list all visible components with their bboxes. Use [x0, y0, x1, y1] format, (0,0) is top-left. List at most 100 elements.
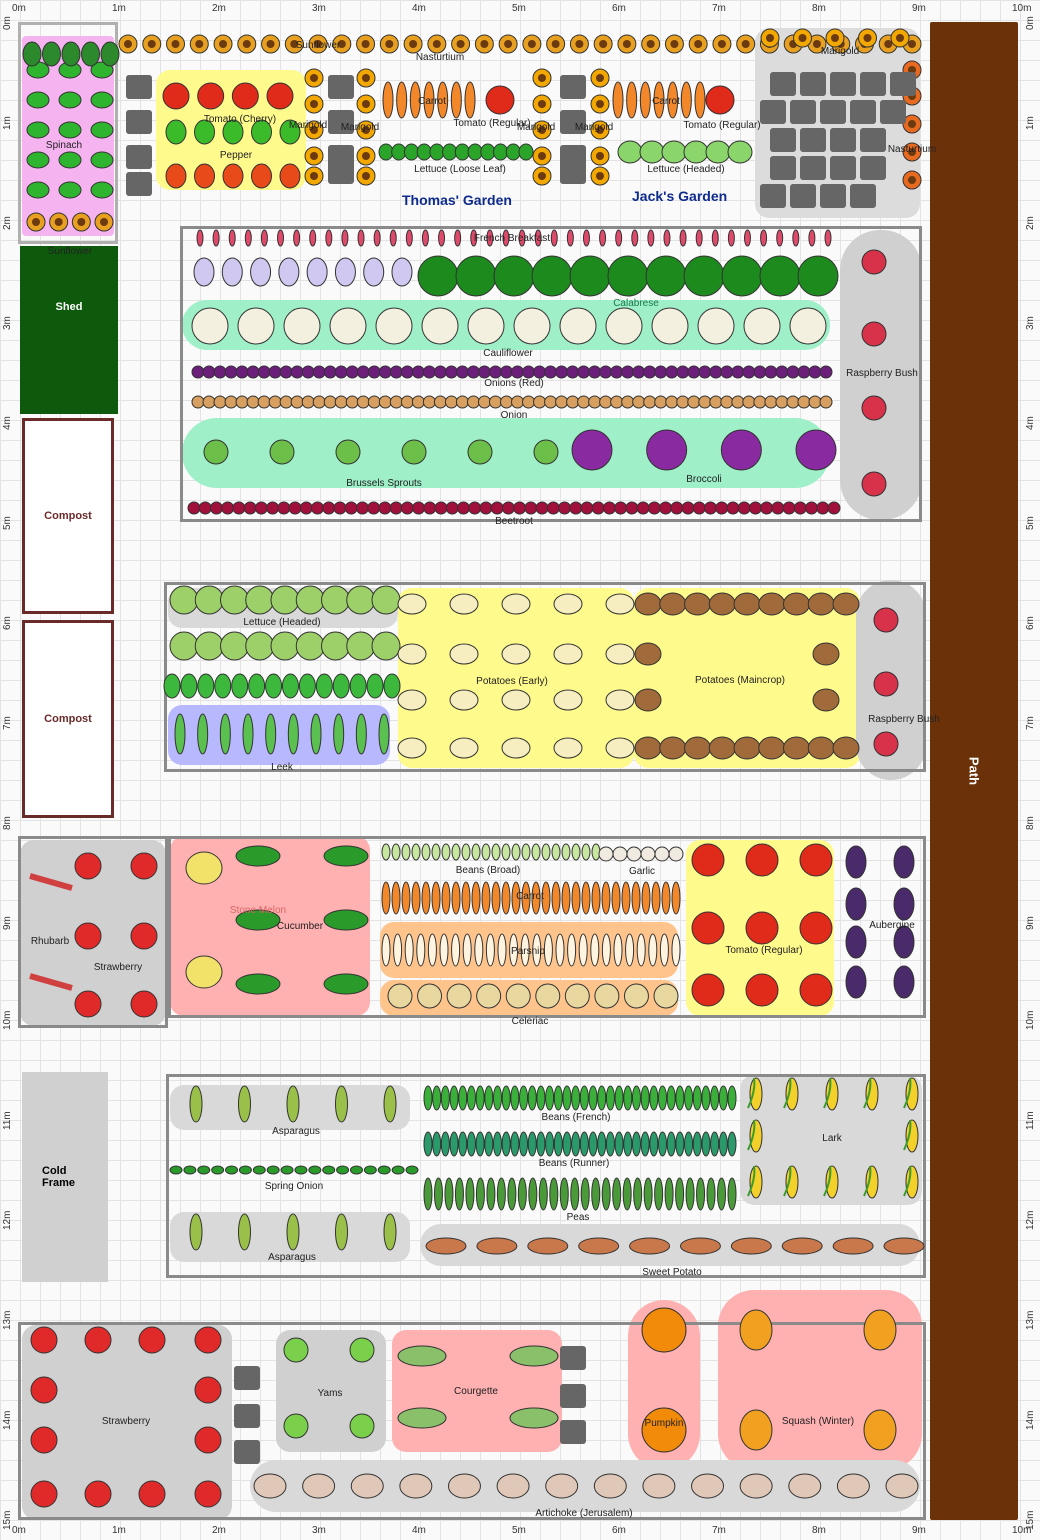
roots-bed[interactable]	[168, 836, 926, 1018]
pea-icon	[496, 1177, 506, 1211]
calabrese-icon	[721, 255, 763, 297]
runner-bean-icon	[614, 1131, 624, 1157]
celeriac-icon	[505, 983, 531, 1009]
legume-bed[interactable]	[166, 1074, 926, 1278]
ruler-tick: 3m	[312, 3, 326, 14]
brassica-bed[interactable]	[180, 226, 922, 522]
radish-icon	[792, 229, 800, 247]
pea-icon	[664, 1177, 674, 1211]
beetroot-icon	[299, 501, 313, 515]
strawberry-icon	[30, 1376, 58, 1404]
onion-icon	[499, 395, 513, 409]
marigold-icon-center	[596, 126, 604, 134]
asparagus-icon	[335, 1213, 348, 1251]
carrot-icon	[611, 881, 621, 915]
radish-icon	[824, 229, 832, 247]
pea-icon	[444, 1177, 454, 1211]
carrot-icon	[680, 81, 692, 119]
label-sunflower-top: Sunflower	[295, 40, 341, 51]
strawberry-icon	[194, 1376, 222, 1404]
carrot-icon	[551, 881, 561, 915]
asparagus-icon	[238, 1213, 251, 1251]
raspberry-icon	[873, 671, 899, 697]
asparagus-icon	[383, 1085, 397, 1123]
beetroot-icon	[344, 501, 358, 515]
potato-early-icon	[397, 737, 427, 759]
parsnip-icon	[601, 933, 611, 967]
potato-icon	[684, 592, 711, 616]
marigold-icon-center	[538, 74, 546, 82]
runner-bean-icon	[710, 1131, 720, 1157]
beetroot-icon	[692, 501, 706, 515]
rhubarb-bed[interactable]	[18, 836, 168, 1028]
red-onion-icon	[720, 365, 734, 379]
garden-path[interactable]: Path	[930, 22, 1018, 1520]
turnip-icon	[193, 257, 215, 287]
courgette-icon	[509, 1345, 559, 1367]
french-bean-icon	[588, 1085, 598, 1111]
beetroot-icon	[558, 501, 572, 515]
pea-icon	[706, 1177, 716, 1211]
french-bean-icon	[484, 1085, 494, 1111]
carrot-icon	[631, 881, 641, 915]
parsnip-icon	[451, 933, 461, 967]
turnip-icon	[278, 257, 300, 287]
asparagus-icon	[383, 1213, 397, 1251]
french-bean-icon	[614, 1085, 624, 1111]
cauliflower-icon	[605, 307, 643, 345]
shed[interactable]: Shed	[20, 246, 118, 414]
paver-tile	[830, 72, 856, 96]
compost-bin-2[interactable]: Compost	[22, 620, 114, 818]
radish-icon	[550, 229, 558, 247]
lettuce-loose-icon	[180, 673, 198, 699]
lettuce-icon	[639, 140, 665, 164]
lettuce-icon	[346, 631, 376, 661]
artichoke-icon	[399, 1473, 433, 1499]
beetroot-icon	[501, 501, 515, 515]
brussels-sprout-icon	[533, 439, 559, 465]
red-onion-icon	[621, 365, 635, 379]
red-onion-icon	[191, 365, 205, 379]
broad-bean-icon	[461, 843, 471, 861]
runner-bean-icon	[579, 1131, 589, 1157]
potato-bed[interactable]	[164, 582, 926, 772]
corn-leaf	[747, 1119, 756, 1151]
cold-frame[interactable]: Cold Frame	[22, 1072, 108, 1282]
potato-icon	[634, 688, 662, 712]
beetroot-icon	[198, 501, 212, 515]
tomato-icon	[691, 973, 725, 1007]
spinach-bed[interactable]	[18, 22, 118, 244]
pea-icon	[549, 1177, 559, 1211]
nasturtium-icon-center	[908, 148, 916, 156]
carrot-icon	[461, 881, 471, 915]
label-marigold-3: Marigold	[516, 122, 556, 133]
lettuce-icon	[346, 585, 376, 615]
parsnip-icon	[648, 933, 658, 967]
calabrese-icon	[569, 255, 611, 297]
potato-icon	[758, 736, 786, 760]
raspberry-icon	[861, 249, 887, 275]
radish-icon	[454, 229, 462, 247]
compost-bin-1[interactable]: Compost	[22, 418, 114, 614]
sunflower-icon-center	[812, 40, 821, 48]
lettuce-loose-icon	[383, 673, 401, 699]
paver	[234, 1366, 260, 1390]
french-bean-icon	[440, 1085, 450, 1111]
radish-icon	[679, 229, 687, 247]
pea-icon	[538, 1177, 548, 1211]
beetroot-icon	[209, 501, 223, 515]
celeriac-icon	[535, 983, 561, 1009]
lettuce-icon	[220, 585, 249, 615]
label-french-breakfast: French Breakfast	[473, 233, 551, 244]
red-onion-icon	[477, 365, 491, 379]
sweet-potato-icon	[476, 1237, 518, 1255]
potato-icon	[684, 736, 711, 760]
sunflower-icon-center	[77, 218, 86, 226]
sunflower-icon-center	[599, 40, 608, 48]
label-marigold-tr: Marigold	[820, 46, 860, 57]
corn-leaf	[783, 1165, 792, 1197]
sunflower-icon-center	[171, 40, 180, 48]
carrot-icon	[511, 881, 521, 915]
bottom-bed[interactable]	[18, 1322, 926, 1520]
marigold-icon-center	[538, 172, 546, 180]
